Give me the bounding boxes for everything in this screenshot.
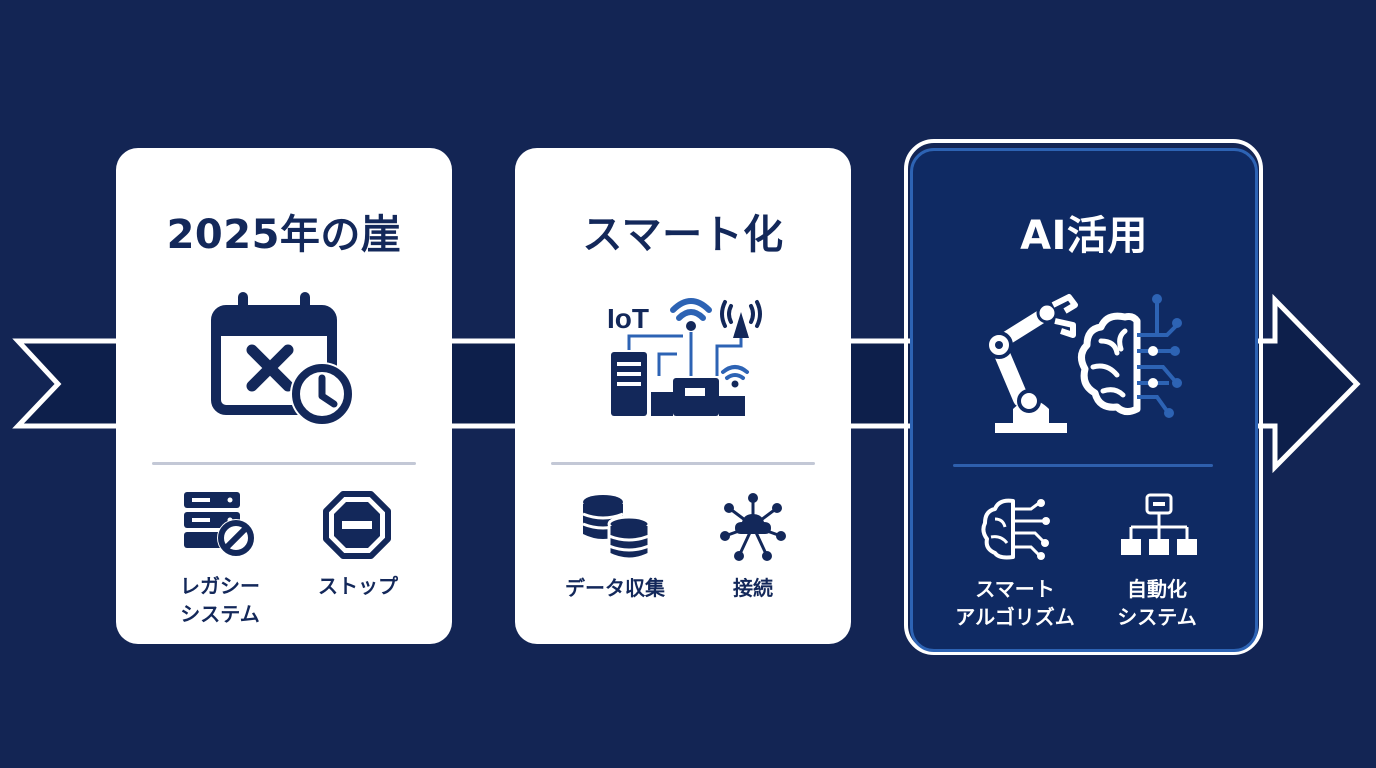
item-label-line: スマート [975, 577, 1055, 601]
divider [551, 462, 815, 465]
item-automation-system: 自動化 システム [1107, 491, 1207, 631]
database-icon [582, 495, 651, 561]
item-label-line: 自動化 [1127, 577, 1187, 601]
item-label-line: 接続 [733, 576, 773, 600]
iot-network-icon: IoT [607, 298, 762, 416]
item-label-line: システム [180, 602, 260, 626]
calendar-x-clock-icon [211, 292, 354, 426]
item-label-line: データ収集 [565, 576, 665, 600]
highlight-frame [904, 139, 1263, 655]
stage-title: 2025年の崖 [166, 212, 402, 258]
cloud-network-icon [720, 493, 786, 561]
divider [152, 462, 416, 465]
stop-sign-icon [323, 491, 391, 559]
org-hierarchy-icon [1121, 493, 1197, 555]
item-label-line: アルゴリズム [955, 605, 1075, 629]
item-data-collection: データ収集 [565, 488, 665, 628]
stage-card-ai: AI活用 [910, 148, 1258, 652]
stage-title: スマート化 [582, 212, 784, 258]
item-label-line: システム [1117, 605, 1197, 629]
item-label-line: レガシー [180, 574, 260, 598]
robot-arm-ai-brain-icon [985, 294, 1182, 433]
item-stop: ストップ [308, 488, 408, 628]
stage-card-2025-cliff: 2025年の崖 レガシー [116, 148, 452, 644]
iot-label: IoT [607, 303, 649, 334]
item-connection: 接続 [703, 488, 803, 628]
ai-brain-icon [981, 498, 1050, 560]
stage-title: AI活用 [1020, 213, 1148, 259]
item-legacy-system: レガシー システム [170, 488, 270, 628]
server-blocked-icon [184, 492, 255, 557]
divider [953, 464, 1213, 467]
item-smart-algorithm: スマート アルゴリズム [955, 491, 1075, 631]
stage-card-smart: スマート化 IoT [515, 148, 851, 644]
item-label-line: ストップ [318, 574, 398, 598]
